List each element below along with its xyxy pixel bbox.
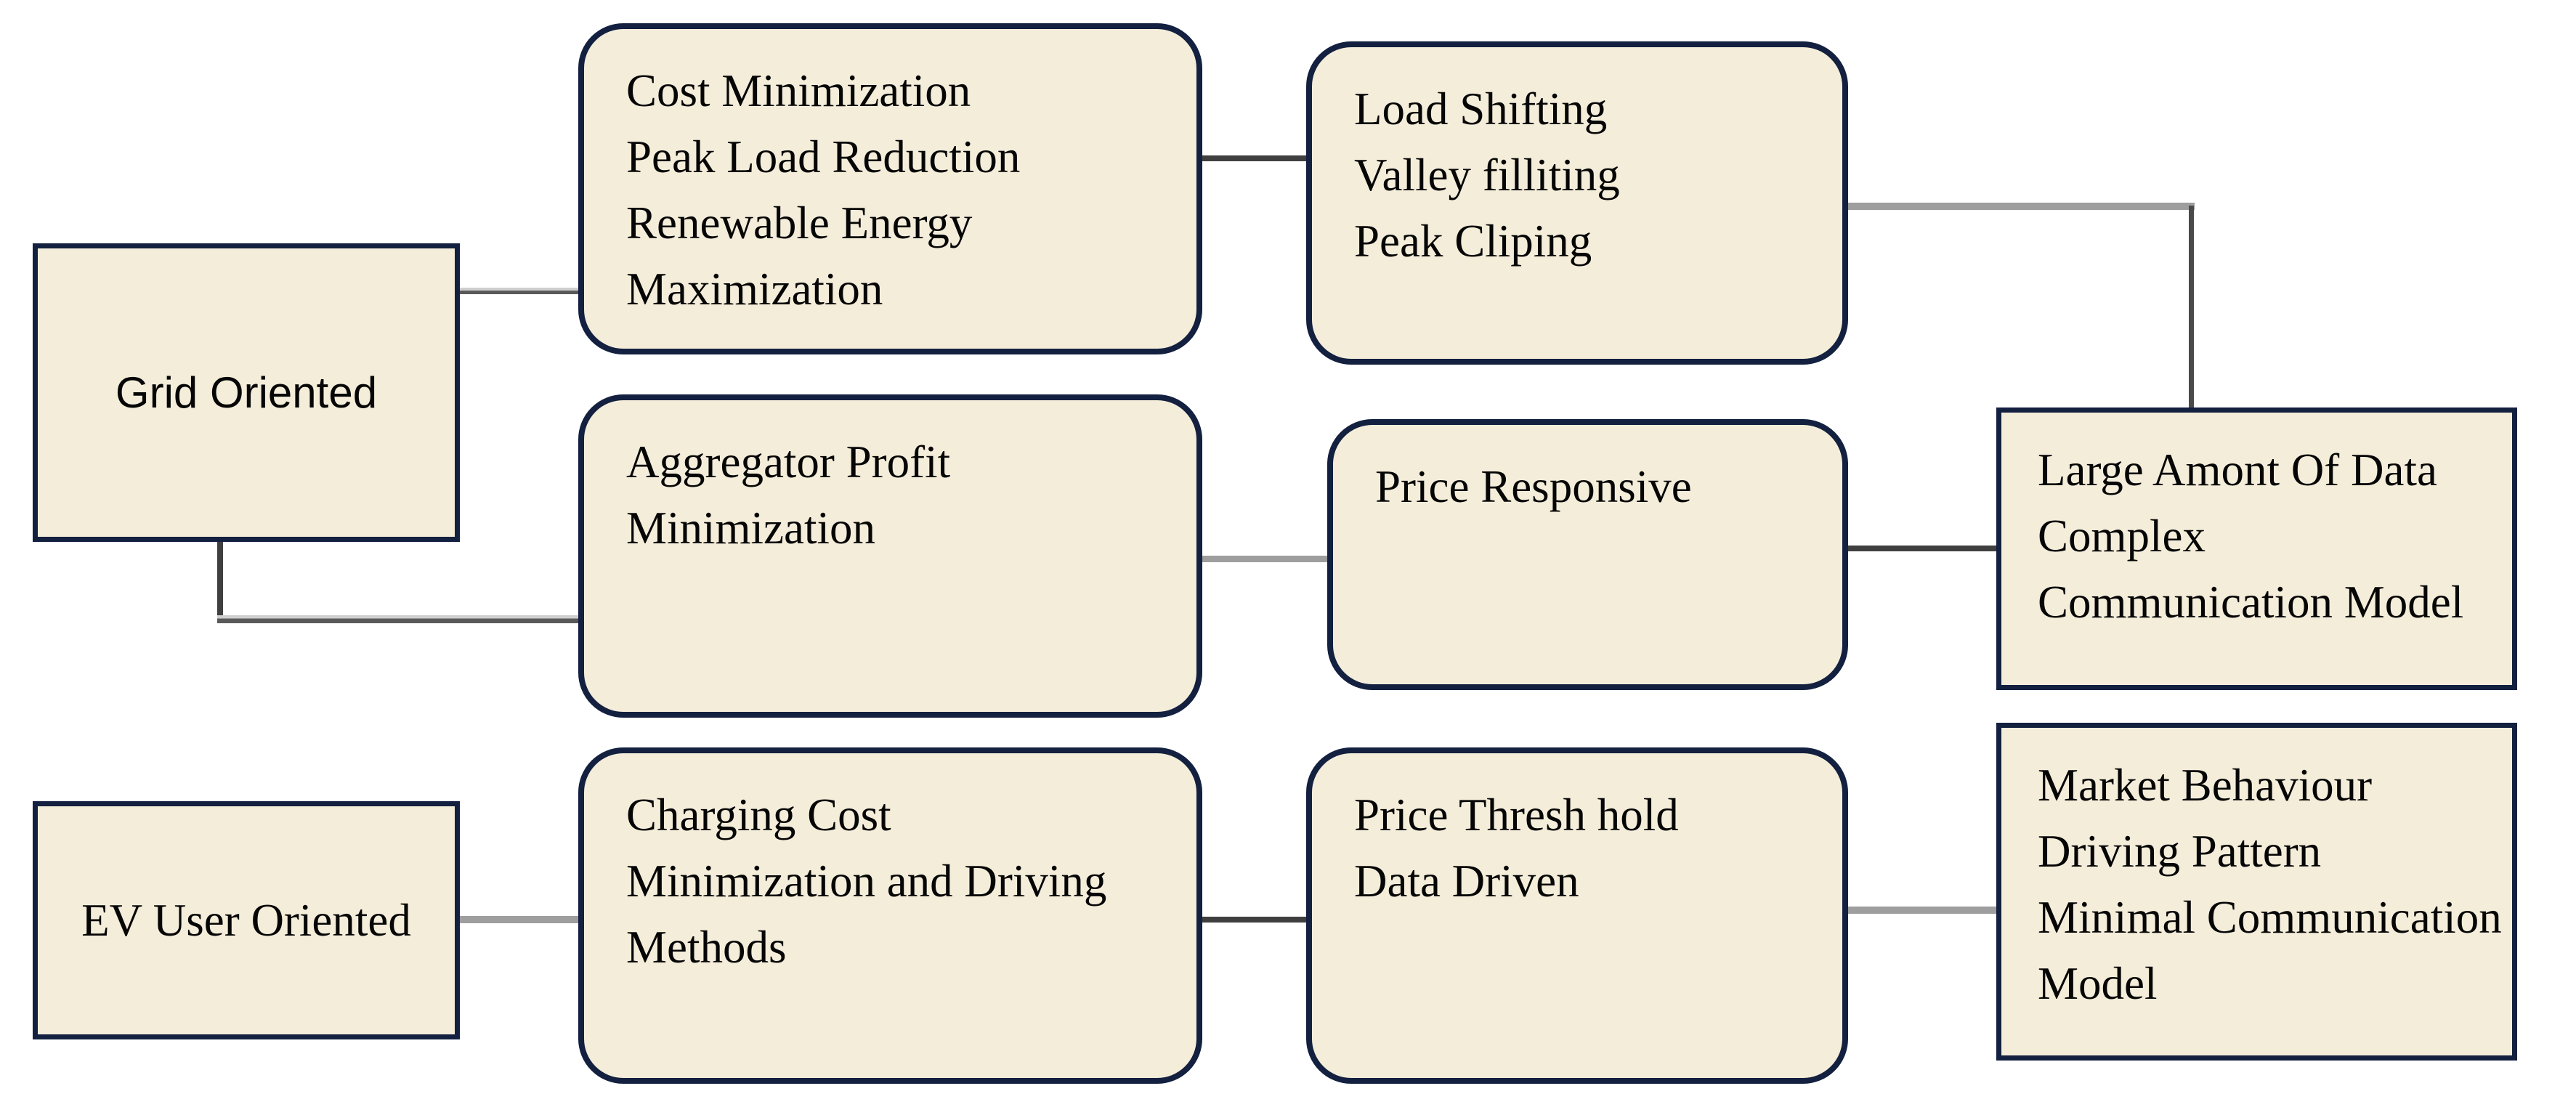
node-market-behaviour: Market Behaviour Driving Pattern Minimal… [1996, 723, 2517, 1061]
node-text: Large Amont Of Data Complex Communicatio… [2038, 445, 2464, 628]
connector-grid-to-cost-minimization [455, 288, 578, 294]
node-text: Market Behaviour Driving Pattern Minimal… [2038, 760, 2502, 1009]
node-text: Cost Minimization Peak Load Reduction Re… [626, 65, 1021, 315]
connector-grid-to-aggregator [217, 615, 578, 623]
node-text: Price Thresh hold Data Driven [1354, 790, 1679, 907]
node-label: Grid Oriented [115, 368, 378, 417]
node-label: EV User Oriented [81, 894, 411, 946]
connector-charging-to-price-threshold [1202, 917, 1306, 923]
node-text: Charging Cost Minimization and Driving M… [626, 790, 1107, 973]
node-price-responsive: Price Responsive [1327, 419, 1848, 690]
node-text: Aggregator Profit Minimization [626, 437, 951, 554]
connector-load-shifting-horizontal [1848, 203, 2195, 210]
connector-aggregator-to-price-responsive [1202, 556, 1327, 562]
node-text: Load Shifting Valley filliting Peak Clip… [1354, 84, 1620, 267]
node-text: Price Responsive [1375, 461, 1692, 512]
connector-price-responsive-to-large-amount [1848, 546, 1996, 551]
node-aggregator-profit: Aggregator Profit Minimization [578, 394, 1202, 718]
connector-price-threshold-to-market [1848, 907, 1996, 914]
connector-cost-to-load-shifting [1202, 155, 1306, 161]
connector-ev-to-charging-cost [460, 916, 578, 923]
node-cost-minimization: Cost Minimization Peak Load Reduction Re… [578, 23, 1202, 354]
connector-grid-elbow-vertical [217, 539, 223, 620]
node-load-shifting: Load Shifting Valley filliting Peak Clip… [1306, 41, 1848, 365]
node-large-amount-of-data: Large Amont Of Data Complex Communicatio… [1996, 408, 2517, 690]
node-price-threshold: Price Thresh hold Data Driven [1306, 747, 1848, 1084]
node-grid-oriented: Grid Oriented [33, 243, 460, 542]
node-charging-cost: Charging Cost Minimization and Driving M… [578, 747, 1202, 1084]
node-ev-user-oriented: EV User Oriented [33, 801, 460, 1039]
connector-load-to-large-amount [2189, 206, 2194, 408]
